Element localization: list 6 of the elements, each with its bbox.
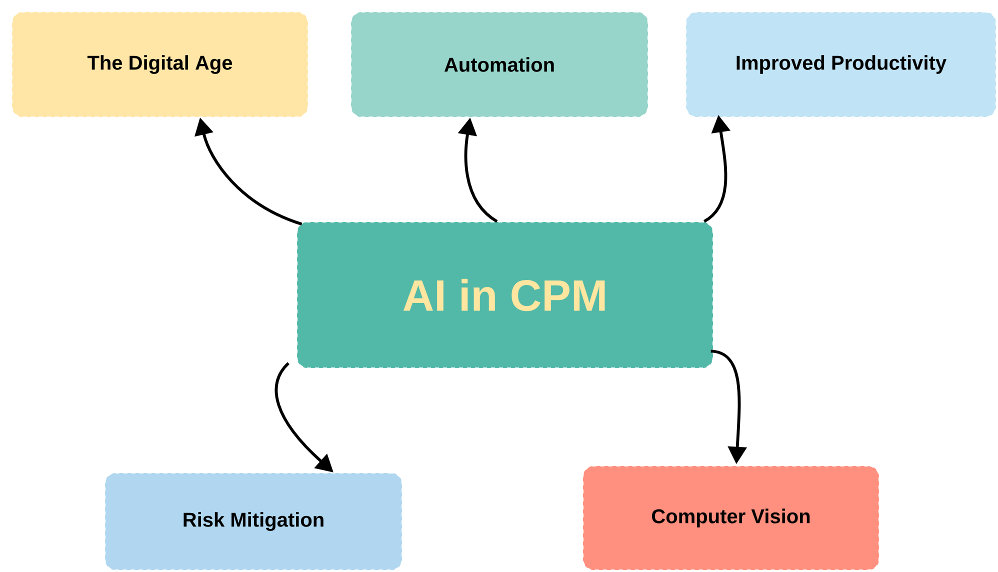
subtopic-box: The Digital Age bbox=[11, 11, 309, 118]
subtopic-box: Risk Mitigation bbox=[104, 472, 403, 571]
topic-box: AI in CPM bbox=[296, 221, 714, 369]
subtopic-box: Computer Vision bbox=[582, 465, 880, 571]
subtopic-box: Improved Productivity bbox=[685, 11, 997, 118]
subtopic-box: Automation bbox=[350, 11, 649, 118]
